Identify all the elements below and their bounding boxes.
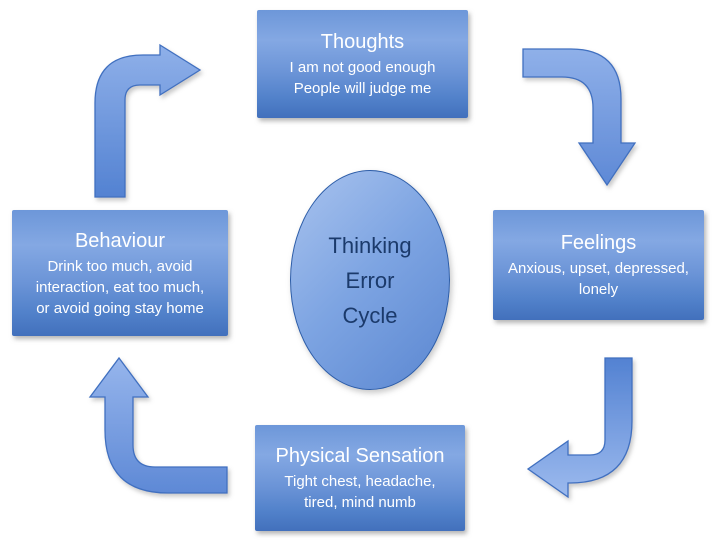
node-physical-sensation-detail: Tight chest, headache, tired, mind numb: [284, 473, 436, 511]
node-feelings-detail: Anxious, upset, depressed, lonely: [508, 260, 689, 298]
node-thoughts-detail: I am not good enough People will judge m…: [289, 59, 436, 97]
node-behaviour-title: Behaviour: [74, 229, 166, 252]
node-feelings: Feelings Anxious, upset, depressed, lone…: [493, 210, 704, 320]
arrow-left-to-up-icon: [88, 356, 228, 494]
arrow-up-to-right-icon: [94, 43, 202, 198]
arrow-right-to-down-icon: [522, 48, 637, 187]
node-feelings-title: Feelings: [560, 232, 637, 254]
cycle-title: Thinking Error Cycle: [328, 232, 412, 328]
node-physical-sensation: Physical Sensation Tight chest, headache…: [255, 425, 465, 531]
node-thoughts-title: Thoughts: [320, 31, 405, 53]
arrow-down-to-left-icon: [526, 357, 633, 499]
node-behaviour: Behaviour Drink too much, avoid interact…: [12, 210, 228, 336]
center-ellipse: Thinking Error Cycle: [290, 170, 450, 390]
node-thoughts: Thoughts I am not good enough People wil…: [257, 10, 468, 118]
node-physical-sensation-title: Physical Sensation: [275, 445, 445, 467]
node-behaviour-detail: Drink too much, avoid interaction, eat t…: [35, 257, 205, 317]
